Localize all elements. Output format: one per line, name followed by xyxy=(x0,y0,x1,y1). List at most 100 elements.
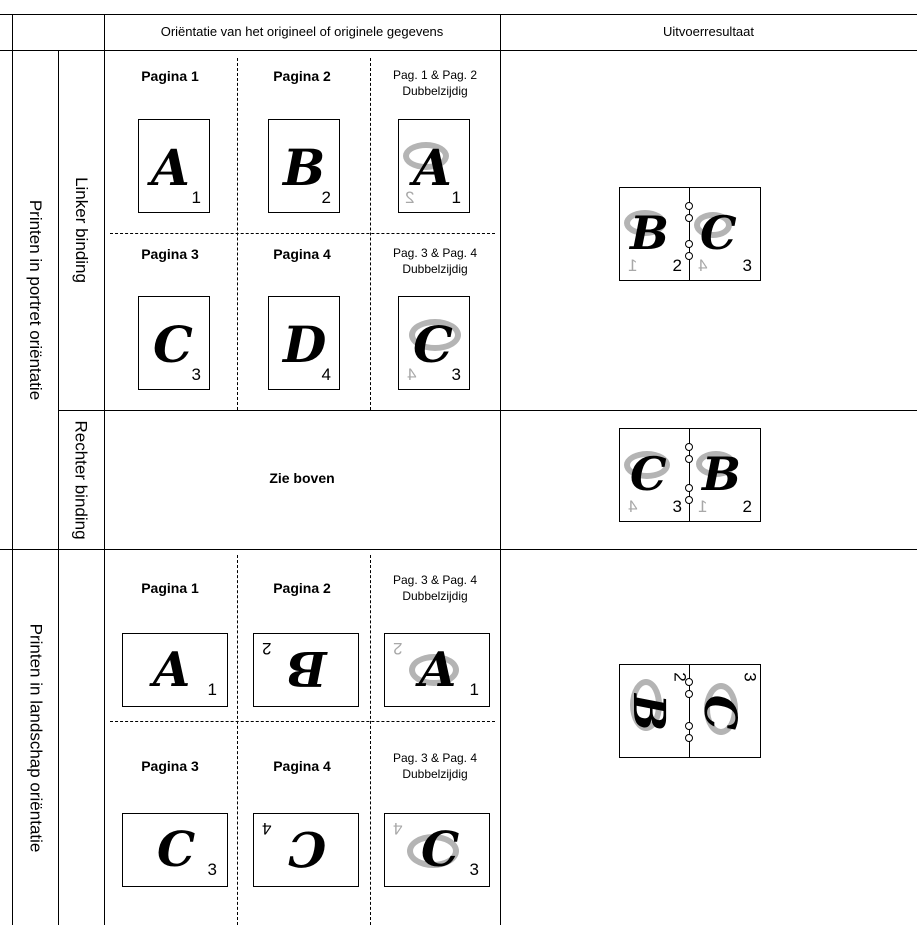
number-3: 3 xyxy=(742,256,752,275)
landscape-row-text: Printen in landschap oriëntatie xyxy=(26,623,46,853)
duplex-a-line1: Pag. 3 & Pag. 4 xyxy=(392,573,478,587)
letter-c: C xyxy=(694,694,746,731)
letter-c: C xyxy=(153,315,193,374)
data-col-border xyxy=(104,14,105,925)
ghost-number-2: 2 xyxy=(393,639,403,658)
letter-b: B xyxy=(283,138,326,197)
binding-col-border xyxy=(58,50,59,925)
binding-ring-icon xyxy=(685,202,693,210)
duplex-b-line2: Dubbelzijdig xyxy=(402,767,468,781)
result-landscape-left-page: B 2 xyxy=(619,664,691,758)
portrait-page1-label: Pagina 1 xyxy=(141,68,199,84)
ghost-swirl xyxy=(694,212,732,238)
portrait-page-c: C 3 xyxy=(138,296,210,390)
landscape-duplex-cd: 4 C 3 xyxy=(384,813,490,887)
landscape-page-c: C 3 xyxy=(122,813,228,887)
see-above-text: Zie boven xyxy=(269,470,335,486)
right-binding-label: Rechter binding xyxy=(58,412,104,548)
result-header: Uitvoerresultaat xyxy=(662,24,755,39)
duplex12-line1: Pag. 1 & Pag. 2 xyxy=(392,68,478,82)
binding-ring-icon xyxy=(685,240,693,248)
number-4: 4 xyxy=(262,819,272,838)
ghost-swirl xyxy=(409,654,459,686)
left-border xyxy=(12,14,13,925)
letter-c: C xyxy=(630,447,667,501)
number-3: 3 xyxy=(469,860,479,879)
landscape-page4-label: Pagina 4 xyxy=(273,758,331,774)
binding-ring-icon xyxy=(685,722,693,730)
letter-c: C xyxy=(157,822,196,878)
duplex12-line2: Dubbelzijdig xyxy=(402,84,468,98)
portrait-duplex34-label: Pag. 3 & Pag. 4 Dubbelzijdig xyxy=(375,245,495,277)
portrait-divider-mid xyxy=(110,233,495,234)
ghost-swirl xyxy=(624,451,670,479)
result-left-binding-left-page: 1 B 2 xyxy=(619,187,691,281)
portrait-divider-2 xyxy=(370,58,371,410)
letter-d: D xyxy=(283,315,327,374)
landscape-page-d: C 4 xyxy=(253,813,359,887)
left-binding-text: Linker binding xyxy=(72,177,92,283)
landscape-page-b: B 2 xyxy=(253,633,359,707)
binding-ring-icon xyxy=(685,484,693,492)
portrait-page3-label: Pagina 3 xyxy=(141,246,199,262)
letter-b: B xyxy=(702,447,741,501)
landscape-top-border xyxy=(0,549,917,550)
landscape-page-a: A 1 xyxy=(122,633,228,707)
portrait-duplex-ab: 2 A 1 xyxy=(398,119,470,213)
letter-c: C xyxy=(288,820,327,876)
result-right-binding-left-page: 4 C 3 xyxy=(619,428,691,522)
landscape-divider-mid xyxy=(110,721,495,722)
top-border xyxy=(0,14,917,15)
result-landscape-right-page: C 3 xyxy=(689,664,761,758)
portrait-row-text: Printen in portret oriëntatie xyxy=(26,199,45,400)
number-2: 2 xyxy=(321,188,331,207)
number-1: 1 xyxy=(191,188,201,207)
number-3: 3 xyxy=(191,365,201,384)
portrait-page-d: D 4 xyxy=(268,296,340,390)
portrait-page2-label: Pagina 2 xyxy=(273,68,331,84)
letter-a: A xyxy=(153,642,191,698)
result-col-border xyxy=(500,14,501,925)
letter-a: A xyxy=(151,138,190,197)
ghost-swirl xyxy=(704,683,738,735)
landscape-divider-1 xyxy=(237,555,238,925)
right-binding-top-border xyxy=(58,410,917,411)
binding-ring-icon xyxy=(685,734,693,742)
number-2: 2 xyxy=(742,497,752,516)
left-binding-label: Linker binding xyxy=(58,50,104,410)
binding-ring-icon xyxy=(685,252,693,260)
number-3: 3 xyxy=(672,497,682,516)
binding-ring-icon xyxy=(685,443,693,451)
landscape-divider-2 xyxy=(370,555,371,925)
ghost-swirl xyxy=(696,451,736,477)
ghost-swirl xyxy=(630,679,662,731)
portrait-row-label: Printen in portret oriëntatie xyxy=(12,50,58,549)
landscape-page2-label: Pagina 2 xyxy=(273,580,331,596)
number-3: 3 xyxy=(207,860,217,879)
ghost-swirl xyxy=(409,319,461,351)
number-2: 2 xyxy=(672,256,682,275)
result-right-binding-right-page: 1 B 2 xyxy=(689,428,761,522)
number-1: 1 xyxy=(469,680,479,699)
letter-b: B xyxy=(623,693,675,732)
binding-ring-icon xyxy=(685,690,693,698)
duplex34-line1: Pag. 3 & Pag. 4 xyxy=(392,246,478,260)
letter-a: A xyxy=(413,138,452,197)
duplex-a-line2: Dubbelzijdig xyxy=(402,589,468,603)
duplex34-line2: Dubbelzijdig xyxy=(402,262,468,276)
portrait-page-a: A 1 xyxy=(138,119,210,213)
number-2: 2 xyxy=(262,639,272,658)
result-left-binding-right-page: 4 C 3 xyxy=(689,187,761,281)
landscape-row-label: Printen in landschap oriëntatie xyxy=(12,551,58,925)
number-3: 3 xyxy=(451,365,461,384)
letter-c: C xyxy=(700,206,737,260)
landscape-page3-label: Pagina 3 xyxy=(141,758,199,774)
binding-ring-icon xyxy=(685,214,693,222)
ghost-number-4: 4 xyxy=(393,819,403,838)
number-4: 4 xyxy=(321,365,331,384)
letter-b: B xyxy=(286,640,327,696)
landscape-page1-label: Pagina 1 xyxy=(141,580,199,596)
portrait-duplex12-label: Pag. 1 & Pag. 2 Dubbelzijdig xyxy=(375,67,495,99)
landscape-duplex-ab: 2 A 1 xyxy=(384,633,490,707)
letter-a: A xyxy=(419,642,457,698)
